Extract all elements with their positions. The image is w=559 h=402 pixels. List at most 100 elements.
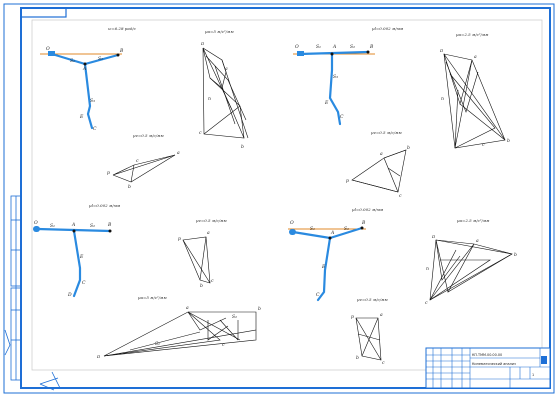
svg-text:S₃: S₃ — [333, 74, 338, 80]
svg-text:c: c — [136, 159, 139, 164]
caption: μa=2.5 м/с²/мм — [456, 32, 489, 37]
acceleration-polygon-upper-right: μa=2.5 м/с²/мм π a n b c — [439, 32, 510, 149]
title-block: КП.ТММ.00.00.00 Кинематический анализ 1 — [425, 347, 551, 389]
svg-text:a: a — [474, 55, 477, 60]
svg-text:C: C — [316, 292, 320, 298]
svg-text:A: A — [71, 222, 76, 228]
svg-text:a: a — [207, 231, 210, 236]
velocity-polygon-lower-left: μv=0.5 м/с/мм p a b c — [178, 218, 227, 289]
svg-text:C: C — [93, 126, 97, 132]
svg-text:a: a — [177, 151, 180, 156]
svg-text:p: p — [351, 315, 354, 320]
svg-text:p: p — [107, 171, 110, 176]
svg-text:π: π — [431, 235, 436, 240]
mechanism-upper-left: ω=6.28 рад/с O S₁ A S₂ B S₃ E C — [40, 26, 137, 132]
svg-text:c: c — [482, 143, 485, 148]
caption: μl=0.002 м/мм — [352, 207, 384, 212]
svg-text:B: B — [107, 222, 112, 228]
svg-text:D: D — [67, 292, 72, 298]
svg-text:S₁: S₁ — [155, 341, 160, 347]
svg-text:O: O — [46, 46, 50, 52]
svg-text:E: E — [321, 264, 326, 270]
caption: μv=0.5 м/с/мм — [371, 130, 402, 135]
caption: ω=6.28 рад/с — [108, 26, 137, 31]
velocity-polygon-upper-left: μv=0.5 м/с/мм p a b c — [107, 133, 180, 190]
svg-text:E: E — [79, 254, 84, 260]
caption: μa=2.5 м/с²/мм — [457, 218, 490, 223]
svg-text:π: π — [96, 355, 101, 360]
svg-text:c: c — [382, 361, 385, 366]
caption: μa=5 м/с²/мм — [205, 29, 234, 34]
svg-text:O: O — [34, 220, 38, 226]
svg-text:a: a — [380, 313, 383, 318]
svg-text:π: π — [200, 42, 205, 47]
svg-text:c: c — [399, 194, 402, 199]
svg-text:S₁: S₁ — [316, 44, 321, 50]
svg-text:a: a — [225, 67, 228, 72]
svg-text:S₁: S₁ — [70, 58, 75, 64]
svg-text:E: E — [324, 100, 329, 106]
svg-text:c: c — [211, 279, 214, 284]
svg-text:S₂: S₂ — [232, 314, 237, 320]
svg-text:π: π — [439, 49, 444, 54]
side-stamp — [10, 195, 22, 381]
acceleration-polygon-upper-left: μa=5 м/с²/мм π a n b c — [199, 29, 249, 150]
caption: μv=0.5 м/с/мм — [357, 297, 388, 302]
svg-text:S₂: S₂ — [90, 223, 95, 229]
caption: μl=0.002 м/мм — [372, 26, 404, 31]
svg-text:a: a — [186, 306, 189, 311]
svg-text:b: b — [200, 283, 203, 289]
svg-text:b: b — [407, 145, 410, 151]
stamp-box-icon — [20, 7, 67, 18]
title-block-subtitle: Кинематический анализ — [472, 362, 516, 366]
title-block-sheet: 1 — [532, 373, 534, 377]
svg-text:c: c — [222, 343, 225, 348]
svg-text:a: a — [476, 239, 479, 244]
svg-text:A: A — [330, 230, 335, 236]
svg-text:S₂: S₂ — [344, 226, 349, 232]
svg-text:B: B — [369, 44, 374, 50]
caption: μa=5 м/с²/мм — [138, 295, 167, 300]
caption: μv=0.5 м/с/мм — [196, 218, 227, 223]
outer-frame — [3, 3, 555, 394]
mechanism-upper-right: μl=0.002 м/мм O S₁ A S₂ B S₃ E C — [293, 26, 404, 126]
velocity-polygon-lower-right: μv=0.5 м/с/мм p a b c — [351, 297, 388, 366]
mechanism-lower-right: μl=0.002 м/мм O S₁ A S₂ B E C — [288, 207, 384, 302]
svg-text:p: p — [178, 237, 181, 242]
svg-text:A: A — [332, 44, 337, 50]
svg-text:b: b — [507, 138, 510, 144]
svg-text:n: n — [426, 267, 429, 272]
svg-text:S₁: S₁ — [310, 226, 315, 232]
mechanism-lower-left: μl=0.002 м/мм O S₁ A S₂ B E C D — [33, 203, 121, 298]
svg-text:n: n — [208, 97, 211, 102]
svg-text:c: c — [425, 301, 428, 306]
svg-text:C: C — [340, 114, 344, 120]
svg-text:C: C — [82, 280, 86, 286]
svg-text:c: c — [199, 131, 202, 136]
inner-border — [31, 19, 543, 371]
svg-text:O: O — [290, 220, 294, 226]
svg-text:n: n — [441, 97, 444, 102]
svg-text:S₁: S₁ — [50, 223, 55, 229]
acceleration-polygon-lower-left: μa=5 м/с²/мм π a b c S₁ S₂ — [96, 295, 261, 360]
svg-text:S₂: S₂ — [98, 56, 103, 62]
acceleration-polygon-lower-right: μa=2.5 м/с²/мм π a n b c — [425, 218, 517, 306]
svg-text:S₂: S₂ — [350, 44, 355, 50]
axis-glyph-icon — [4, 329, 61, 391]
svg-text:A: A — [82, 66, 87, 72]
svg-text:p: p — [346, 179, 349, 184]
svg-text:b: b — [356, 355, 359, 361]
svg-text:B: B — [119, 48, 124, 54]
caption: μl=0.002 м/мм — [89, 203, 121, 208]
svg-text:B: B — [361, 220, 366, 226]
svg-text:a: a — [380, 152, 383, 157]
title-block-title: КП.ТММ.00.00.00 — [472, 353, 502, 357]
velocity-polygon-upper-right: μv=0.5 м/с/мм p a b c — [346, 130, 410, 199]
caption: μv=0.5 м/с/мм — [133, 133, 164, 138]
svg-text:E: E — [79, 114, 84, 120]
svg-text:b: b — [258, 306, 261, 312]
svg-text:b: b — [128, 184, 131, 190]
svg-text:b: b — [514, 252, 517, 258]
svg-text:S₃: S₃ — [90, 98, 95, 104]
